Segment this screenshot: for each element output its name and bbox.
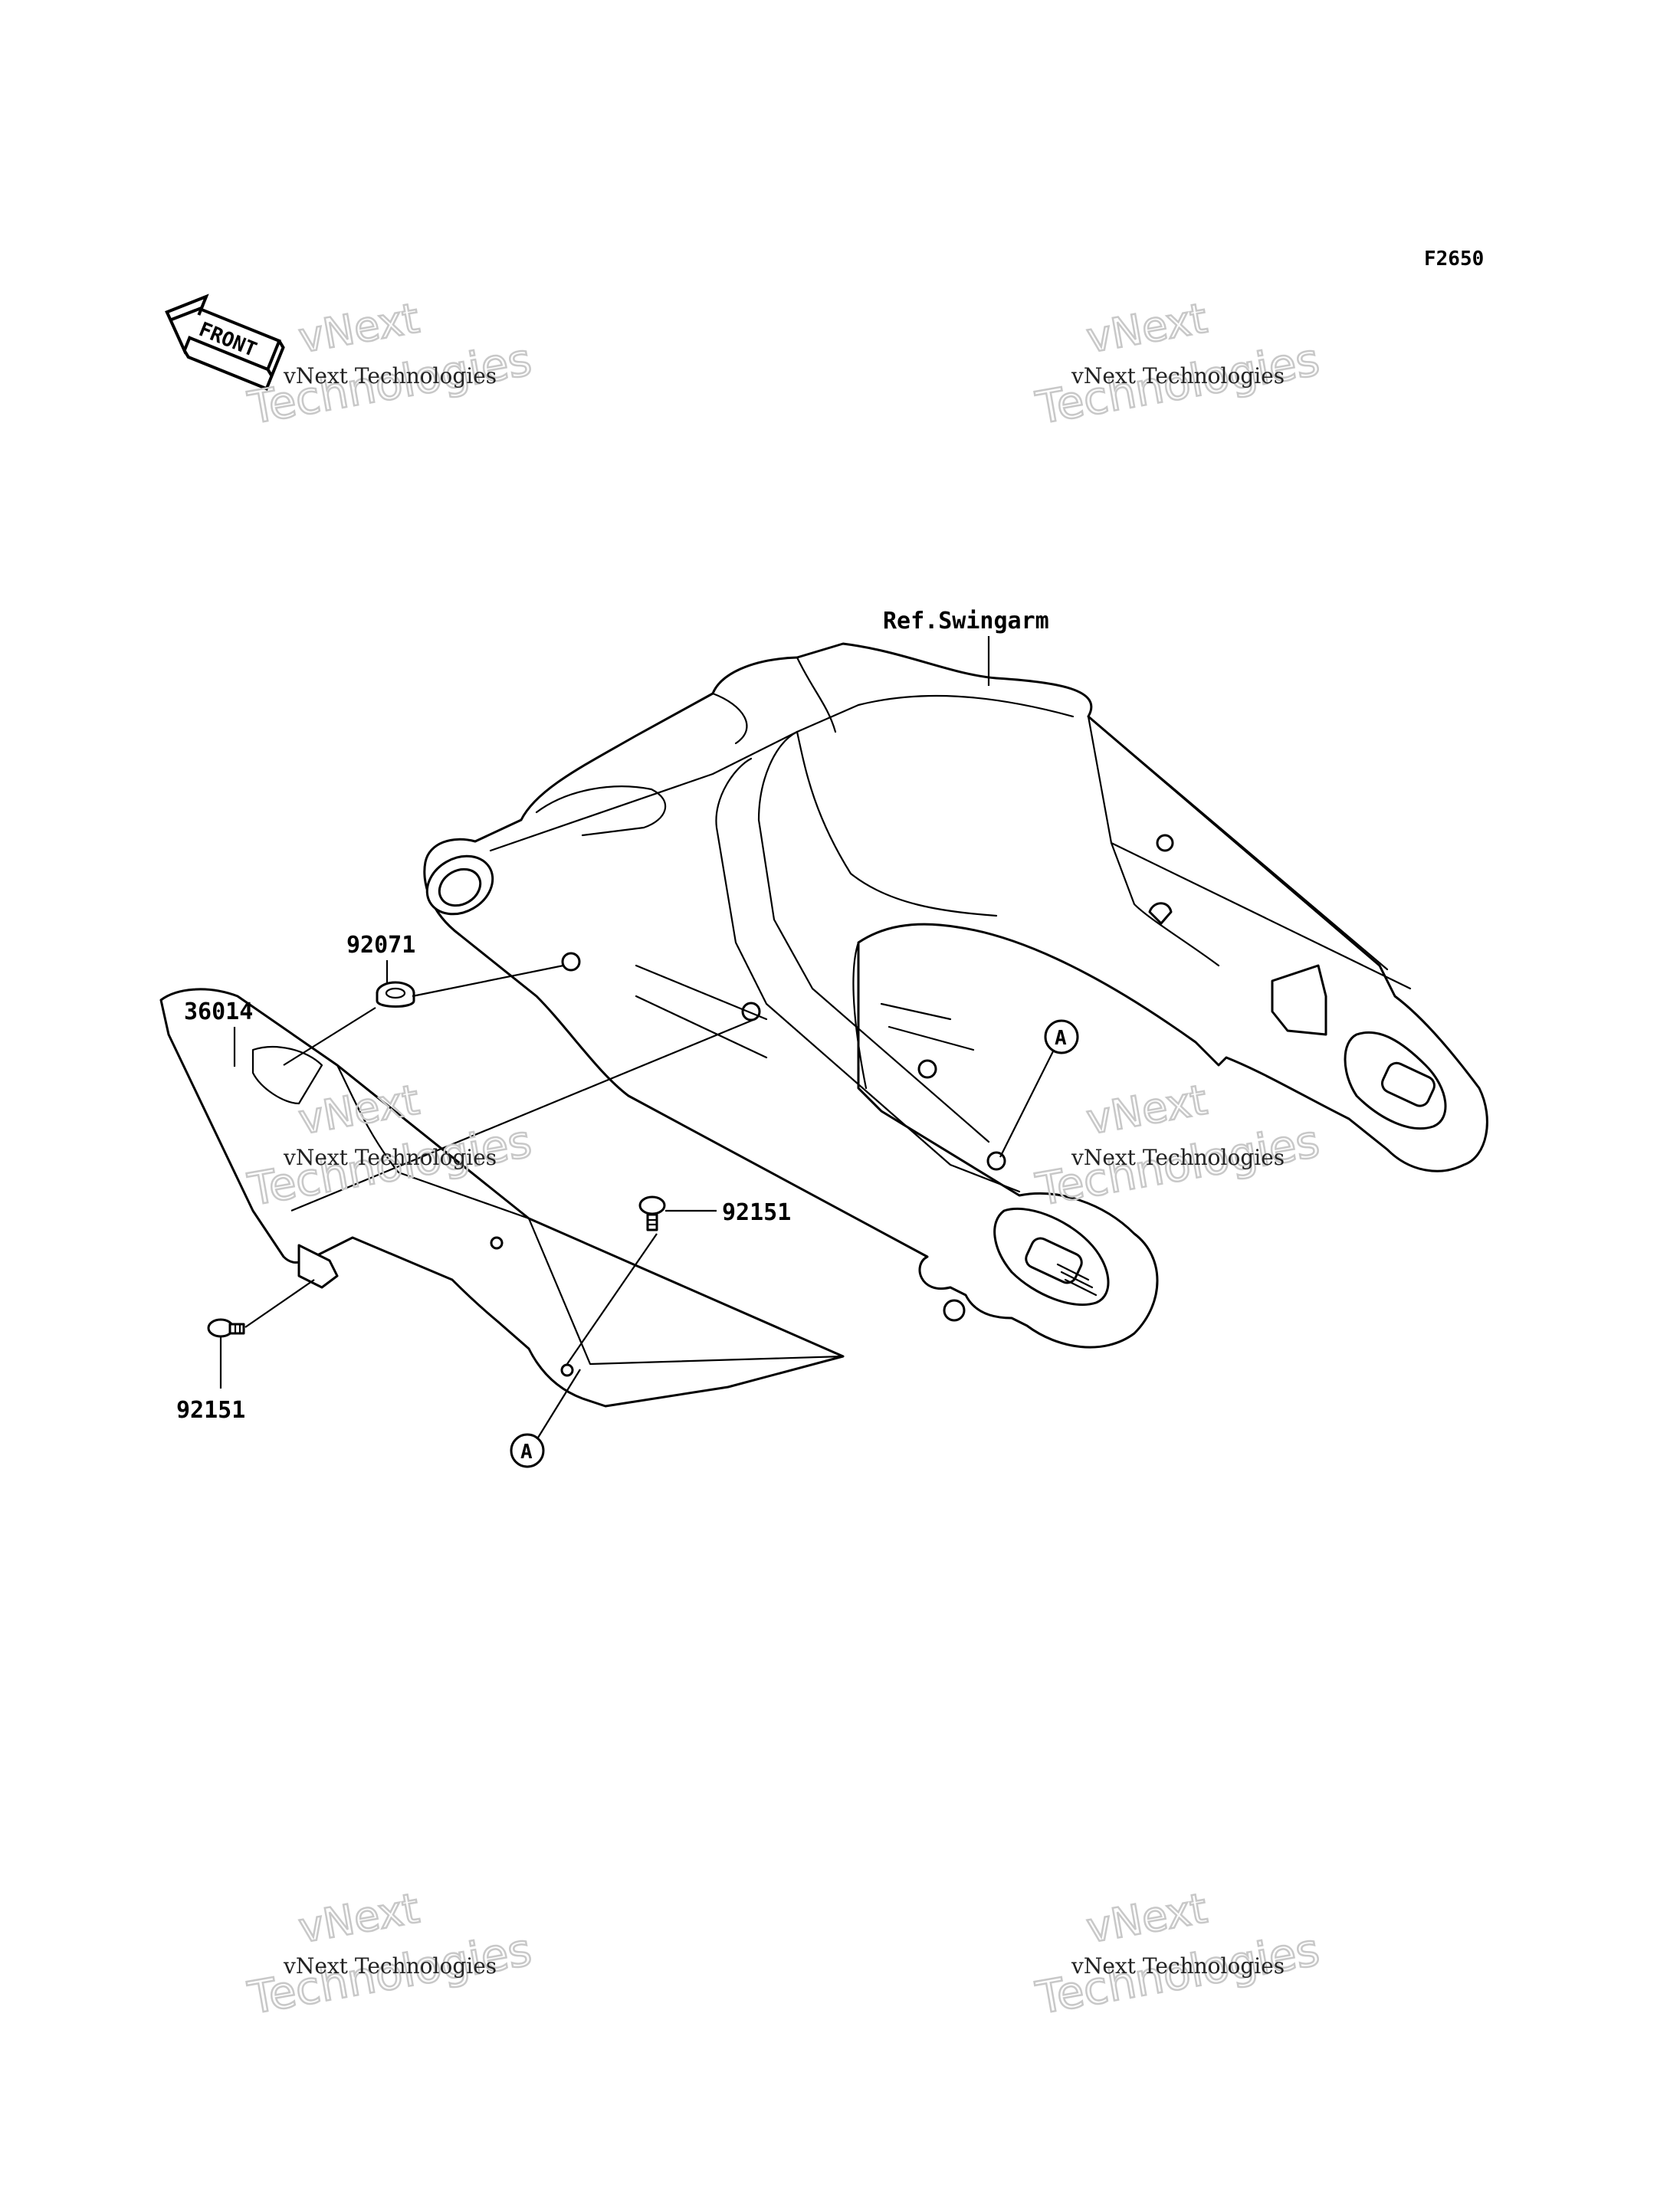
svg-text:vNext Technologies: vNext Technologies (283, 363, 497, 389)
connector-a-upper: A (1044, 1019, 1079, 1054)
part-number-92071: 92071 (346, 932, 415, 959)
leader-a-upper (999, 1051, 1054, 1158)
ref-swingarm-label: Ref.Swingarm (883, 608, 1049, 635)
svg-text:vNext Technologies: vNext Technologies (283, 1953, 497, 1979)
svg-text:vNext: vNext (1083, 1884, 1210, 1952)
collar-92071-drawing (376, 981, 415, 1008)
watermark-bottom-right: vNext Technologies vNext Technologies (1031, 1883, 1324, 2025)
front-arrow-icon: FRONT (165, 293, 285, 391)
bolt-lower-drawing (207, 1318, 245, 1338)
leader-36014-swingarm (290, 1018, 756, 1212)
svg-text:A: A (1055, 1027, 1067, 1050)
svg-text:vNext Technologies: vNext Technologies (1071, 1953, 1285, 1979)
leader-bolt-to-guard (566, 1233, 658, 1365)
swingarm-drawing (423, 642, 1488, 1349)
leader-36014-collar (283, 1007, 376, 1066)
svg-text:vNext: vNext (295, 293, 422, 362)
leader-92151-lower-guard (244, 1279, 315, 1328)
connector-a-lower: A (510, 1433, 545, 1468)
leader-92071-to-swingarm (412, 964, 564, 998)
watermark-top-right: vNext Technologies vNext Technologies (1031, 293, 1324, 435)
part-number-92151-upper: 92151 (722, 1199, 791, 1226)
part-number-36014: 36014 (184, 998, 253, 1025)
leader-a-lower (537, 1369, 581, 1438)
svg-text:A: A (520, 1441, 533, 1464)
part-number-92151-lower: 92151 (176, 1397, 245, 1424)
svg-text:vNext Technologies: vNext Technologies (1071, 363, 1285, 389)
svg-text:vNext: vNext (1083, 293, 1210, 362)
chain-guard-drawing (159, 988, 845, 1408)
svg-text:vNext Technologies: vNext Technologies (283, 1145, 497, 1170)
svg-text:vNext: vNext (295, 1884, 422, 1952)
svg-text:vNext Technologies: vNext Technologies (1071, 1145, 1285, 1170)
bolt-upper-drawing (638, 1195, 666, 1231)
watermark-bottom-left: vNext Technologies vNext Technologies (243, 1883, 536, 2025)
figure-code: F2650 (1424, 248, 1484, 271)
svg-text:vNext: vNext (1083, 1075, 1210, 1143)
